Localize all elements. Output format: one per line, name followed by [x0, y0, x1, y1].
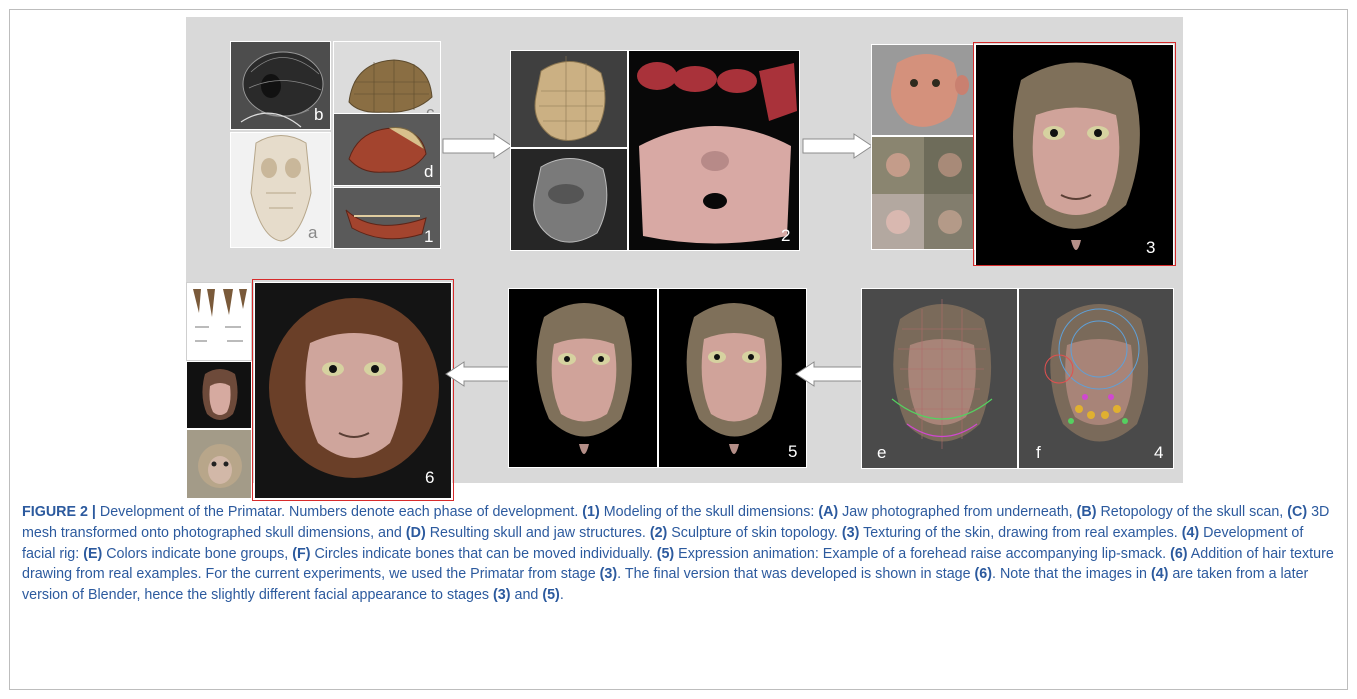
- textured-monkey-head-icon: [872, 45, 975, 136]
- monkey-head-mesh-icon: [511, 51, 628, 148]
- tile-d-skull-jaw: d: [333, 113, 441, 186]
- monkey-photos-grid-icon: [872, 137, 975, 250]
- label-d: d: [424, 163, 433, 180]
- label-stage-5: 5: [788, 443, 797, 460]
- monkey-head-sculpt-icon: [511, 149, 628, 251]
- expression-raise-head-icon: [659, 289, 807, 468]
- arrow-left-icon: [444, 361, 516, 387]
- label-f: f: [1036, 444, 1041, 461]
- label-stage-1: 1: [424, 228, 433, 245]
- tile-a-jaw-photo: a: [230, 132, 331, 248]
- tile-5-expression-raise: 5: [658, 288, 807, 468]
- skin-uv-map-icon: [629, 51, 800, 251]
- tile-1-jaw-structure: 1: [333, 187, 441, 249]
- tile-real-monkey-photos: [871, 136, 975, 250]
- rig-bone-groups-icon: [862, 289, 1018, 469]
- expression-neutral-head-icon: [509, 289, 658, 468]
- label-stage-4: 4: [1154, 444, 1163, 461]
- figure-label: FIGURE 2 |: [22, 504, 96, 520]
- tile-hair-strand-texture: [186, 282, 252, 361]
- label-a: a: [308, 224, 317, 241]
- tile-f-individual-bones: f 4: [1018, 288, 1174, 469]
- arrow-right-icon: [442, 133, 514, 159]
- tile-textured-head: [871, 44, 975, 136]
- tile-hair-render: [186, 361, 252, 429]
- tile-b-skull-wireframe: b: [230, 41, 331, 130]
- tile-expression-neutral: [508, 288, 658, 468]
- tile-real-monkey-photo: [186, 429, 252, 499]
- arrow-right-icon: [802, 133, 874, 159]
- monkey-photo-icon: [187, 430, 252, 499]
- label-b: b: [314, 106, 323, 123]
- rig-individual-bones-icon: [1019, 289, 1174, 469]
- tile-head-mesh: [510, 50, 628, 148]
- highlight-stage-3: [973, 42, 1176, 266]
- tile-2-skin-topology: 2: [628, 50, 800, 251]
- tile-head-sculpt: [510, 148, 628, 251]
- highlight-stage-6: [252, 279, 454, 501]
- tile-e-bone-groups: e: [861, 288, 1018, 469]
- label-e: e: [877, 444, 886, 461]
- label-stage-2: 2: [781, 227, 790, 244]
- figure-panel: b c a d 1: [186, 17, 1183, 483]
- figure-caption: FIGURE 2 | Development of the Primatar. …: [22, 502, 1336, 606]
- small-monkey-render-icon: [187, 362, 252, 429]
- arrow-left-icon: [794, 361, 866, 387]
- hair-strands-icon: [187, 283, 252, 361]
